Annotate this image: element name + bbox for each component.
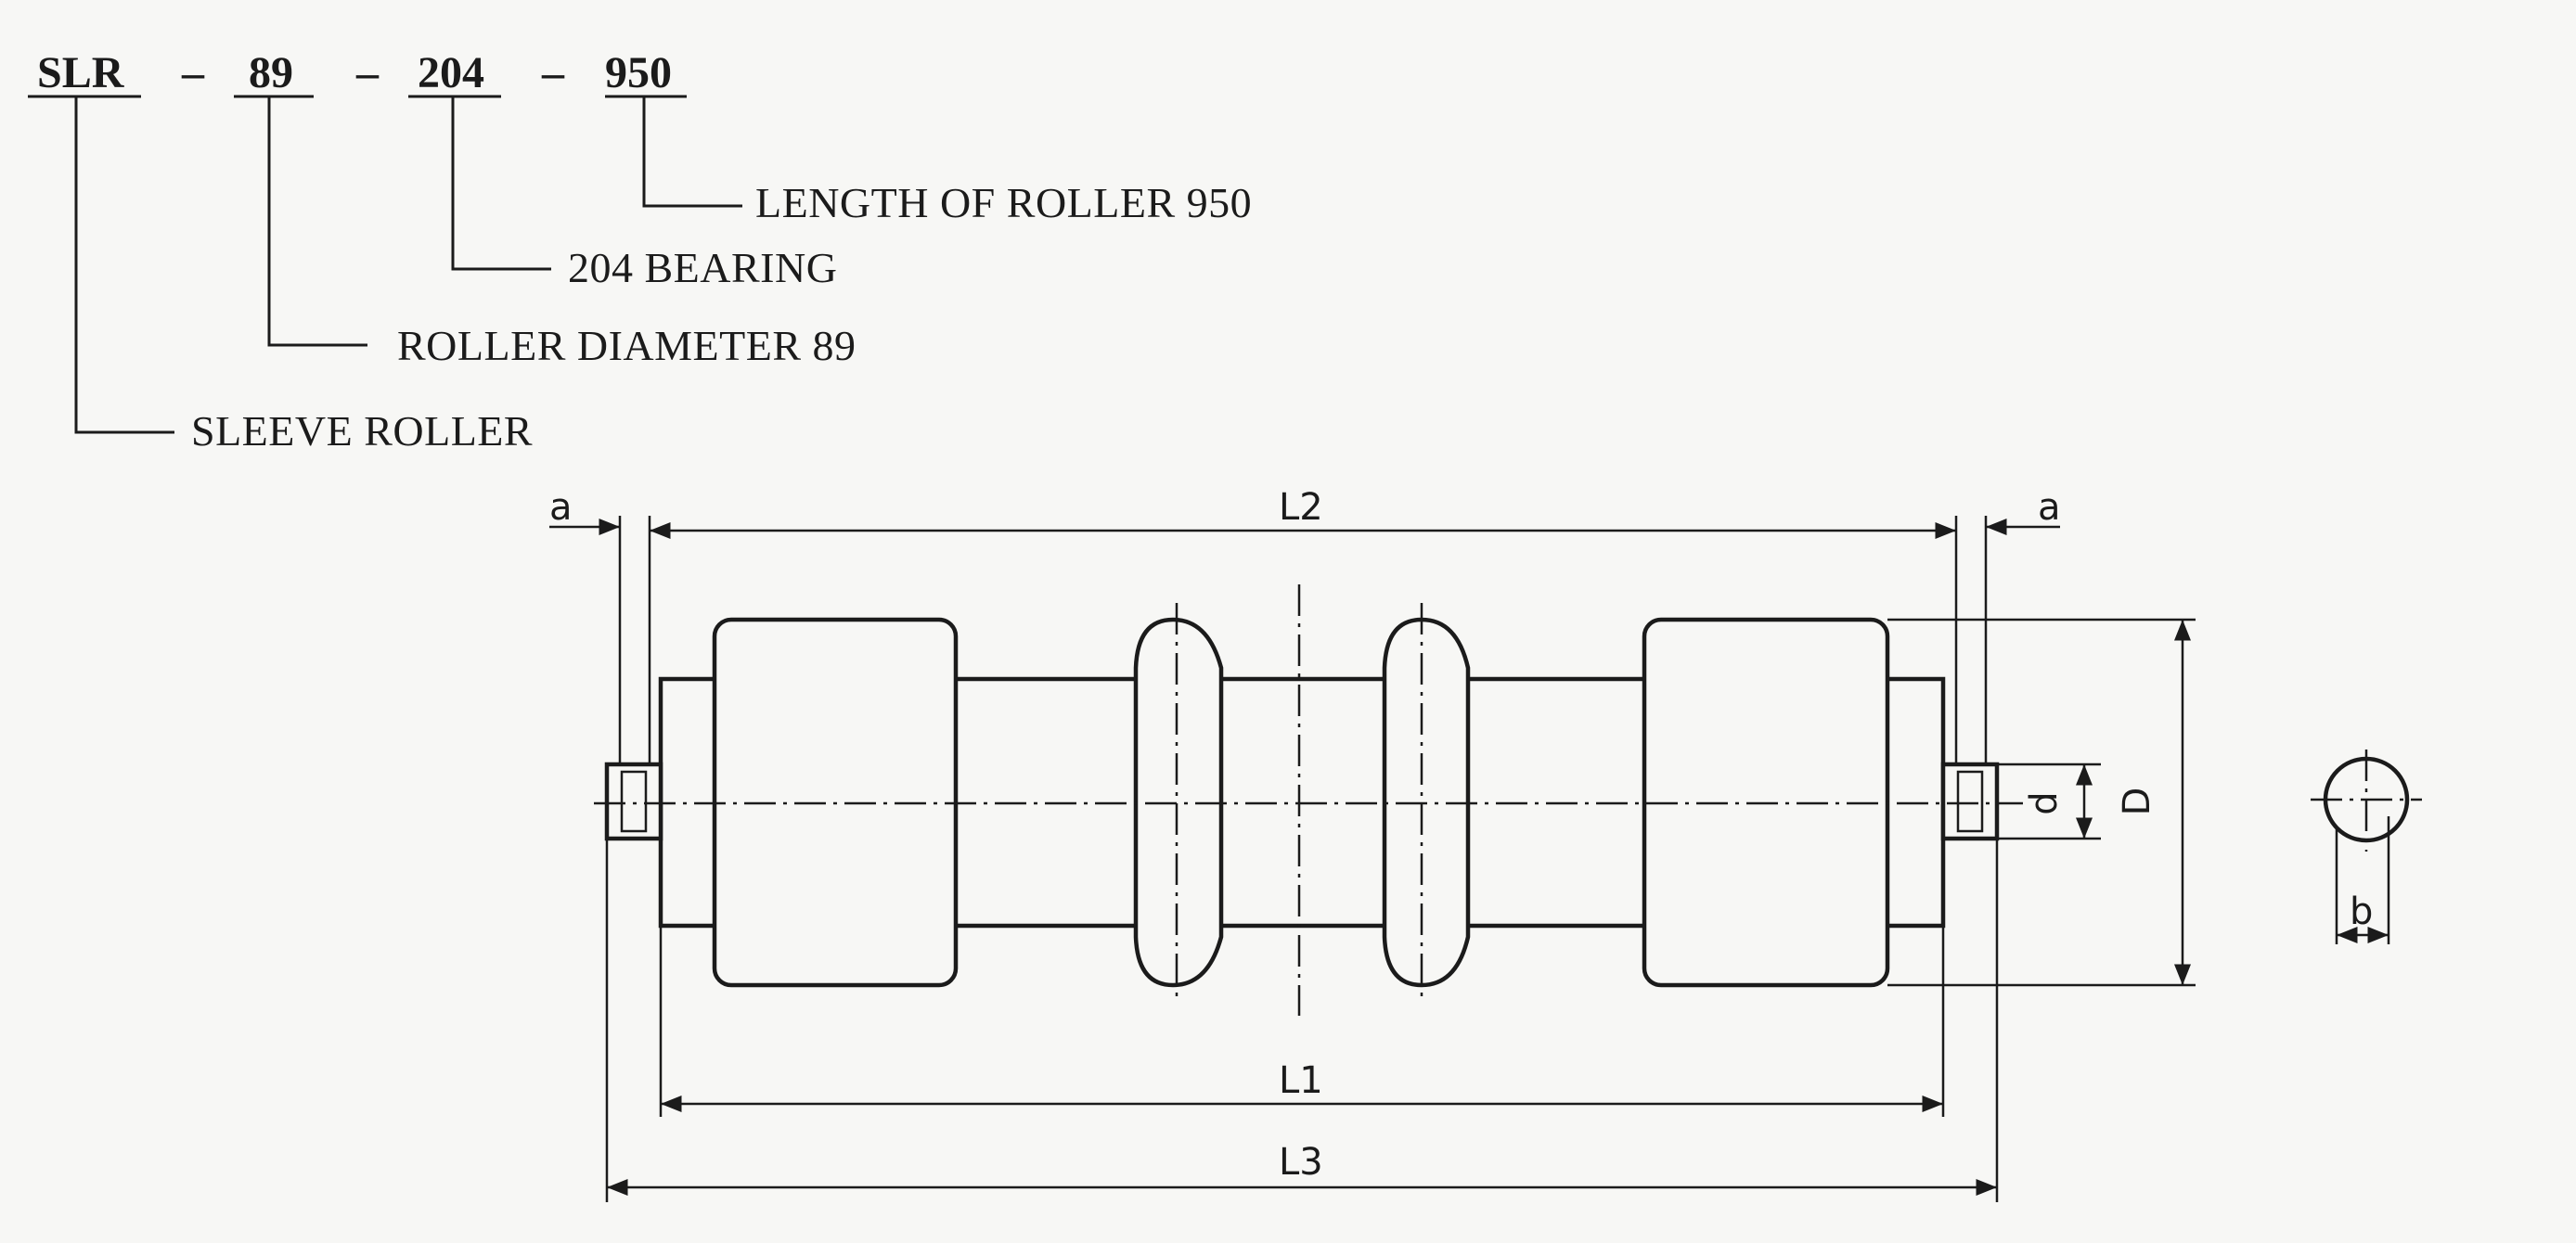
- label-diameter: ROLLER DIAMETER 89: [397, 322, 857, 369]
- leader-type: [74, 96, 174, 434]
- dim-a-left-label: a: [549, 486, 573, 529]
- dim-d-outer-label: D: [2116, 788, 2158, 816]
- shaft-end-right: [1940, 762, 2000, 841]
- code-part-slr: SLR: [37, 48, 125, 97]
- dim-d-shaft-label: d: [2023, 791, 2066, 814]
- code-part-length: 950: [605, 48, 672, 97]
- shaft-end-left: [604, 762, 663, 841]
- label-length: LENGTH OF ROLLER 950: [755, 179, 1252, 226]
- code-separator-1: –: [181, 48, 205, 97]
- label-type: SLEEVE ROLLER: [191, 407, 533, 455]
- code-part-diameter: 89: [249, 48, 293, 97]
- code-part-bearing: 204: [418, 48, 484, 97]
- leader-bearing: [451, 96, 551, 271]
- dim-b-label: b: [2350, 891, 2373, 933]
- dim-l1-label: L1: [1279, 1059, 1323, 1102]
- roller-side-view: [594, 584, 2023, 1016]
- dim-a-right-label: a: [2038, 486, 2061, 529]
- rubber-ring-1: [1133, 617, 1224, 988]
- code-separator-2: –: [355, 48, 380, 97]
- dim-l3-label: L3: [1279, 1141, 1323, 1184]
- shaft-end-view: b: [2311, 750, 2422, 944]
- code-separator-3: –: [541, 48, 565, 97]
- shaft-flat-left: [620, 770, 648, 833]
- label-bearing: 204 BEARING: [568, 244, 837, 291]
- designation-code: SLR – 89 – 204 – 950 LENGTH OF ROLLER 95…: [28, 48, 1252, 455]
- leader-diameter: [267, 96, 367, 347]
- dim-l2-label: L2: [1279, 486, 1323, 529]
- shaft-flat-right: [1956, 770, 1984, 833]
- leader-length: [642, 96, 742, 208]
- dimension-lines: a L2 a D d L1 L3: [549, 486, 2196, 1202]
